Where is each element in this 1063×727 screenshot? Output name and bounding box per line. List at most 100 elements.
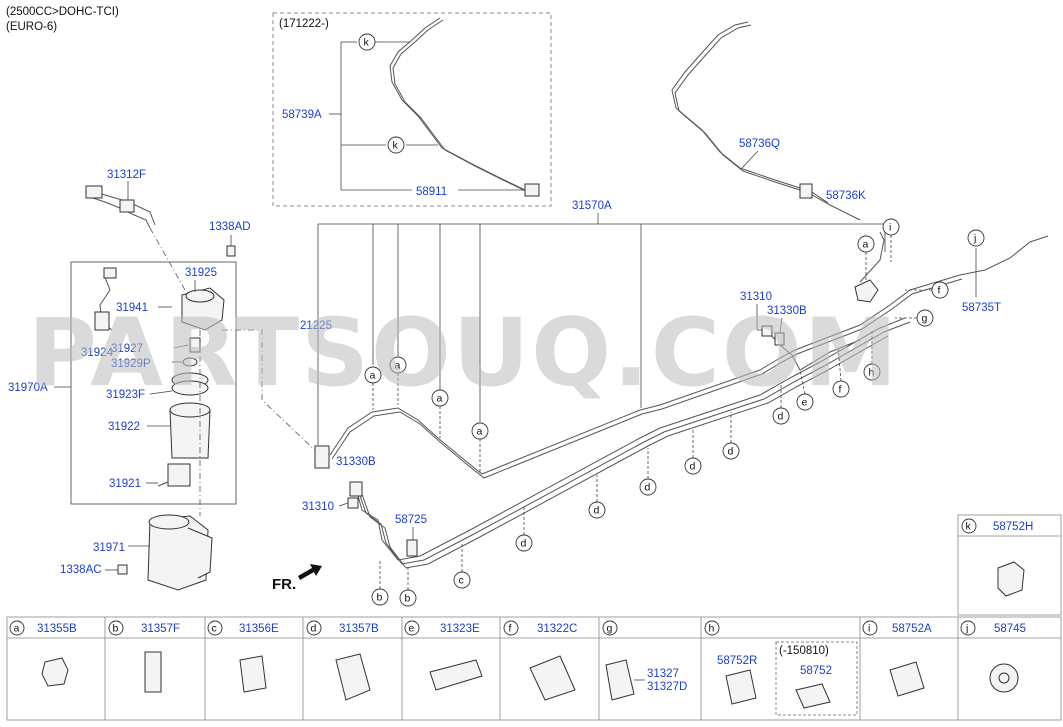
- pipe-lower-2: [357, 321, 911, 565]
- callout-d-5: d: [722, 442, 740, 460]
- svg-text:h: h: [869, 367, 875, 379]
- clip-58752H-icon: [997, 561, 1025, 597]
- part-label-58736Q: 58736Q: [739, 138, 780, 150]
- callout-a-4: a: [471, 422, 489, 440]
- part-label-21225: 21225: [300, 320, 332, 332]
- svg-text:b: b: [377, 592, 383, 604]
- ring-31923F: [149, 372, 209, 396]
- inset-pipe-2: [392, 19, 529, 193]
- callout-d-3: d: [639, 478, 657, 496]
- part-label-31330B-right: 31330B: [767, 305, 807, 317]
- callout-j-1: j: [967, 229, 985, 247]
- inset-date-code: (171222-): [279, 18, 329, 30]
- legend-j-part: 58745: [994, 623, 1026, 635]
- callout-i-1: i: [882, 218, 900, 236]
- watermark: PARTSOUQ.COM: [28, 299, 899, 408]
- svg-text:a: a: [477, 426, 483, 438]
- svg-text:j: j: [965, 623, 968, 635]
- pipe-upper: [329, 235, 1049, 475]
- inset-leaders: [329, 41, 525, 191]
- svg-text:a: a: [370, 370, 376, 382]
- part-label-58736K: 58736K: [826, 190, 866, 202]
- part-label-31927: 31927: [111, 343, 143, 355]
- svg-text:f: f: [839, 384, 842, 396]
- bolt-1338AC: [117, 564, 128, 575]
- svg-text:k: k: [364, 37, 370, 49]
- filter-head-31925: [181, 280, 225, 331]
- clip-31323E-icon: [429, 659, 483, 691]
- svg-text:c: c: [212, 623, 217, 635]
- svg-text:d: d: [728, 446, 734, 458]
- oring-31929P: [182, 357, 198, 367]
- svg-text:f: f: [938, 285, 941, 297]
- svg-text:k: k: [393, 140, 399, 152]
- legend-f-part: 31322C: [537, 623, 577, 635]
- part-label-31310-right: 31310: [740, 291, 772, 303]
- callout-b-1: b: [371, 588, 389, 606]
- legend-g-part: 31327: [647, 668, 679, 680]
- front-arrow-icon: [298, 564, 322, 580]
- callout-k-1: k: [358, 33, 376, 51]
- callout-b-2: b: [399, 589, 417, 607]
- svg-text:d: d: [645, 482, 651, 494]
- pipe-upper-2: [331, 278, 963, 479]
- part-label-1338AC: 1338AC: [60, 564, 102, 576]
- svg-text:g: g: [607, 623, 613, 635]
- bracket-31971: [128, 514, 213, 591]
- callout-f-2: f: [931, 281, 949, 299]
- part-label-31570A: 31570A: [572, 200, 612, 212]
- clip-31322C-icon: [529, 655, 576, 701]
- svg-text:j: j: [973, 233, 976, 245]
- callout-c-1: c: [453, 571, 471, 589]
- svg-text:b: b: [113, 623, 119, 635]
- svg-text:i: i: [868, 623, 870, 635]
- legend-g-part2: 31327D: [647, 681, 687, 693]
- svg-text:a: a: [395, 360, 401, 372]
- inset-bracket: [524, 183, 540, 197]
- callout-d-1: d: [515, 534, 533, 552]
- part-label-58735T: 58735T: [962, 302, 1001, 314]
- legend-b-part: 31357F: [141, 623, 180, 635]
- clip-58752-icon: [795, 683, 831, 709]
- part-label-31312F: 31312F: [107, 169, 146, 181]
- legend-a-part: 31355B: [37, 623, 77, 635]
- legend-c-part: 31356E: [239, 623, 279, 635]
- part-label-31310-left: 31310: [302, 501, 334, 513]
- part-label-31330B-left: 31330B: [336, 456, 376, 468]
- clip-58752A-icon: [889, 661, 925, 697]
- pipe-lower-3: [361, 335, 889, 569]
- fitting-21225: [314, 445, 330, 469]
- part-label-31921: 31921: [109, 478, 141, 490]
- inset-frame: [272, 12, 552, 207]
- svg-text:d: d: [690, 461, 696, 473]
- svg-text:g: g: [922, 313, 928, 325]
- part-label-31971: 31971: [93, 542, 125, 554]
- part-label-31941: 31941: [116, 302, 148, 314]
- svg-text:d: d: [521, 538, 527, 550]
- part-label-31924: 31924: [81, 347, 114, 359]
- clip-31357B-icon: [335, 653, 371, 701]
- svg-text:b: b: [405, 593, 411, 605]
- part-label-58911: 58911: [416, 186, 447, 198]
- legend-d-part: 31357B: [339, 623, 379, 635]
- front-direction-label: FR.: [272, 576, 296, 593]
- legend-i-part: 58752A: [892, 623, 932, 635]
- clip-31327-icon: [605, 659, 635, 701]
- leader-31570A: [317, 213, 886, 445]
- callout-d-6: d: [772, 407, 790, 425]
- legend-k-box: [957, 514, 1062, 616]
- svg-text:d: d: [311, 623, 317, 635]
- svg-text:c: c: [459, 575, 464, 587]
- fitting-31330B-right: [774, 332, 785, 346]
- svg-text:a: a: [14, 623, 20, 635]
- sensor-31924: [94, 311, 110, 331]
- clip-31355B-icon: [41, 657, 69, 687]
- part-label-58725: 58725: [395, 514, 427, 526]
- hose-end: [85, 185, 103, 199]
- clip-31356E-icon: [239, 655, 267, 693]
- clip-58725: [406, 539, 418, 557]
- part-label-31970A: 31970A: [8, 382, 48, 394]
- filter-assembly-frame: [70, 261, 237, 505]
- part-label-31929P: 31929P: [111, 358, 151, 370]
- part-label-58739A: 58739A: [282, 109, 322, 121]
